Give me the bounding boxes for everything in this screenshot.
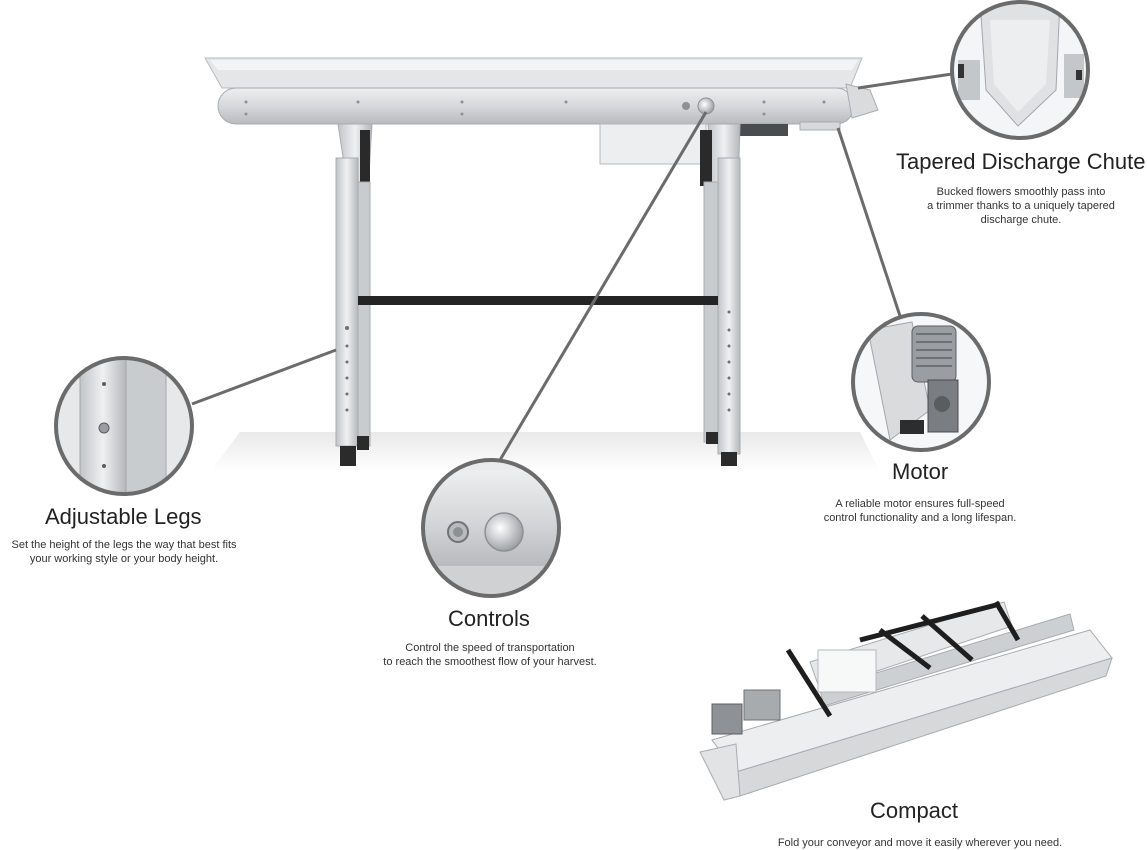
controls-description: Control the speed of transportation to r… [370,641,610,669]
leader-lines [191,72,953,461]
leader-line-legs [191,348,337,406]
compact-description: Fold your conveyor and move it easily wh… [760,836,1080,850]
chute-title: Tapered Discharge Chute [896,149,1146,174]
leader-line-chute [857,72,953,90]
callout-motor-detail [851,312,991,452]
chute-description-line: Bucked flowers smoothly pass into [936,186,1106,198]
leader-line-controls [498,111,708,461]
chute-description: Bucked flowers smoothly pass into a trim… [906,185,1136,227]
floor-shadow [210,432,880,472]
controls-description-line: to reach the smoothest flow of your harv… [383,656,597,668]
compact-title: Compact [870,798,959,823]
compact-folded-conveyor [699,600,1113,801]
legs-title: Adjustable Legs [45,504,202,529]
controls-description-line: Control the speed of transportation [405,642,575,654]
callout-controls-detail [421,458,561,598]
chute-description-line: a trimmer thanks to a uniquely tapered [927,200,1115,212]
callout-chute-detail [950,0,1090,140]
legs-description: Set the height of the legs the way that … [0,538,248,566]
motor-description: A reliable motor ensures full-speed cont… [800,497,1040,525]
leader-line-motor [836,127,902,317]
chute-description-line: discharge chute. [980,214,1062,226]
legs-description-line: Set the height of the legs the way that … [11,539,237,551]
controls-title: Controls [448,606,530,631]
conveyor-main [204,57,879,466]
callout-legs-detail [54,356,194,496]
motor-description-line: A reliable motor ensures full-speed [835,498,1005,510]
motor-description-line: control functionality and a long lifespa… [823,512,1017,524]
motor-title: Motor [892,459,949,484]
compact-description-line: Fold your conveyor and move it easily wh… [777,837,1063,849]
legs-description-line: your working style or your body height. [29,553,219,565]
